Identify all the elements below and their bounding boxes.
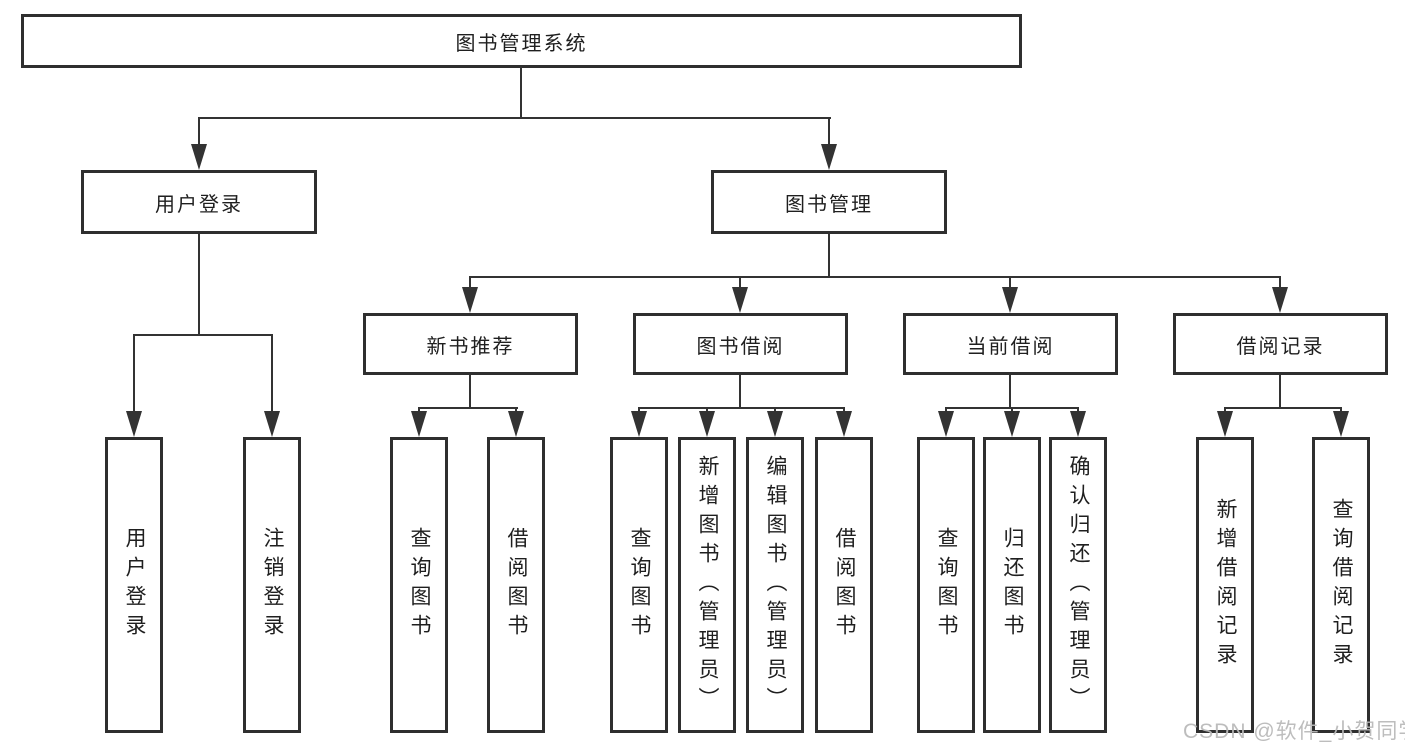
connector-line xyxy=(1009,375,1011,409)
connector-arrowhead xyxy=(1217,411,1233,437)
connector-line xyxy=(469,375,471,409)
connector-arrowhead xyxy=(191,144,207,170)
leaf-borrow-books: 借阅图书 xyxy=(815,437,873,733)
connector-arrowhead xyxy=(938,411,954,437)
connector-arrowhead xyxy=(1004,411,1020,437)
connector-arrowhead xyxy=(462,287,478,313)
connector-arrowhead xyxy=(699,411,715,437)
connector-line xyxy=(133,334,273,336)
connector-arrowhead xyxy=(1272,287,1288,313)
connector-line xyxy=(739,375,741,409)
node-new-book-recommend: 新书推荐 xyxy=(363,313,578,375)
connector-arrowhead xyxy=(767,411,783,437)
connector-arrowhead xyxy=(836,411,852,437)
leaf-query-borrow-record: 查询借阅记录 xyxy=(1312,437,1370,733)
leaf-add-borrow-record: 新增借阅记录 xyxy=(1196,437,1254,733)
leaf-borrow-books-newbook: 借阅图书 xyxy=(487,437,545,733)
leaf-user-login: 用户登录 xyxy=(105,437,163,733)
connector-line xyxy=(1340,407,1342,414)
connector-line xyxy=(1279,375,1281,409)
connector-arrowhead xyxy=(264,411,280,437)
node-book-borrowing: 图书借阅 xyxy=(633,313,848,375)
connector-arrowhead xyxy=(126,411,142,437)
connector-arrowhead xyxy=(1070,411,1086,437)
connector-arrowhead xyxy=(821,144,837,170)
connector-line xyxy=(843,407,845,414)
connector-line xyxy=(418,407,420,414)
connector-arrowhead xyxy=(1002,287,1018,313)
leaf-query-books-current: 查询图书 xyxy=(917,437,975,733)
connector-line xyxy=(1011,407,1013,414)
leaf-logout: 注销登录 xyxy=(243,437,301,733)
connector-line xyxy=(198,117,831,119)
connector-line xyxy=(515,407,517,414)
connector-line xyxy=(739,276,741,289)
leaf-confirm-return-admin: 确认归还（管理员） xyxy=(1049,437,1107,733)
connector-line xyxy=(638,407,845,409)
connector-line xyxy=(198,117,200,146)
leaf-query-books-borrow: 查询图书 xyxy=(610,437,668,733)
csdn-watermark: CSDN @软件_小贺同学 xyxy=(1183,720,1405,743)
connector-line xyxy=(469,276,471,289)
connector-line xyxy=(418,407,518,409)
connector-line xyxy=(1077,407,1079,414)
connector-line xyxy=(774,407,776,414)
connector-line xyxy=(638,407,640,414)
connector-line xyxy=(945,407,947,414)
node-borrowing-records: 借阅记录 xyxy=(1173,313,1388,375)
leaf-add-books-admin: 新增图书（管理员） xyxy=(678,437,736,733)
connector-line xyxy=(1224,407,1226,414)
connector-arrowhead xyxy=(411,411,427,437)
connector-line xyxy=(133,334,135,413)
connector-line xyxy=(271,334,273,413)
node-user-login: 用户登录 xyxy=(81,170,317,234)
connector-line xyxy=(828,234,830,278)
connector-line xyxy=(469,276,1281,278)
connector-line xyxy=(1279,276,1281,289)
connector-arrowhead xyxy=(508,411,524,437)
node-current-borrowing: 当前借阅 xyxy=(903,313,1118,375)
connector-arrowhead xyxy=(1333,411,1349,437)
connector-line xyxy=(1009,276,1011,289)
connector-line xyxy=(828,117,830,146)
node-book-management: 图书管理 xyxy=(711,170,947,234)
connector-line xyxy=(198,234,200,336)
leaf-return-books: 归还图书 xyxy=(983,437,1041,733)
connector-line xyxy=(1224,407,1342,409)
leaf-query-books-newbook: 查询图书 xyxy=(390,437,448,733)
leaf-edit-books-admin: 编辑图书（管理员） xyxy=(746,437,804,733)
connector-arrowhead xyxy=(631,411,647,437)
connector-line xyxy=(706,407,708,414)
connector-arrowhead xyxy=(732,287,748,313)
node-library-system: 图书管理系统 xyxy=(21,14,1022,68)
connector-line xyxy=(520,67,522,118)
